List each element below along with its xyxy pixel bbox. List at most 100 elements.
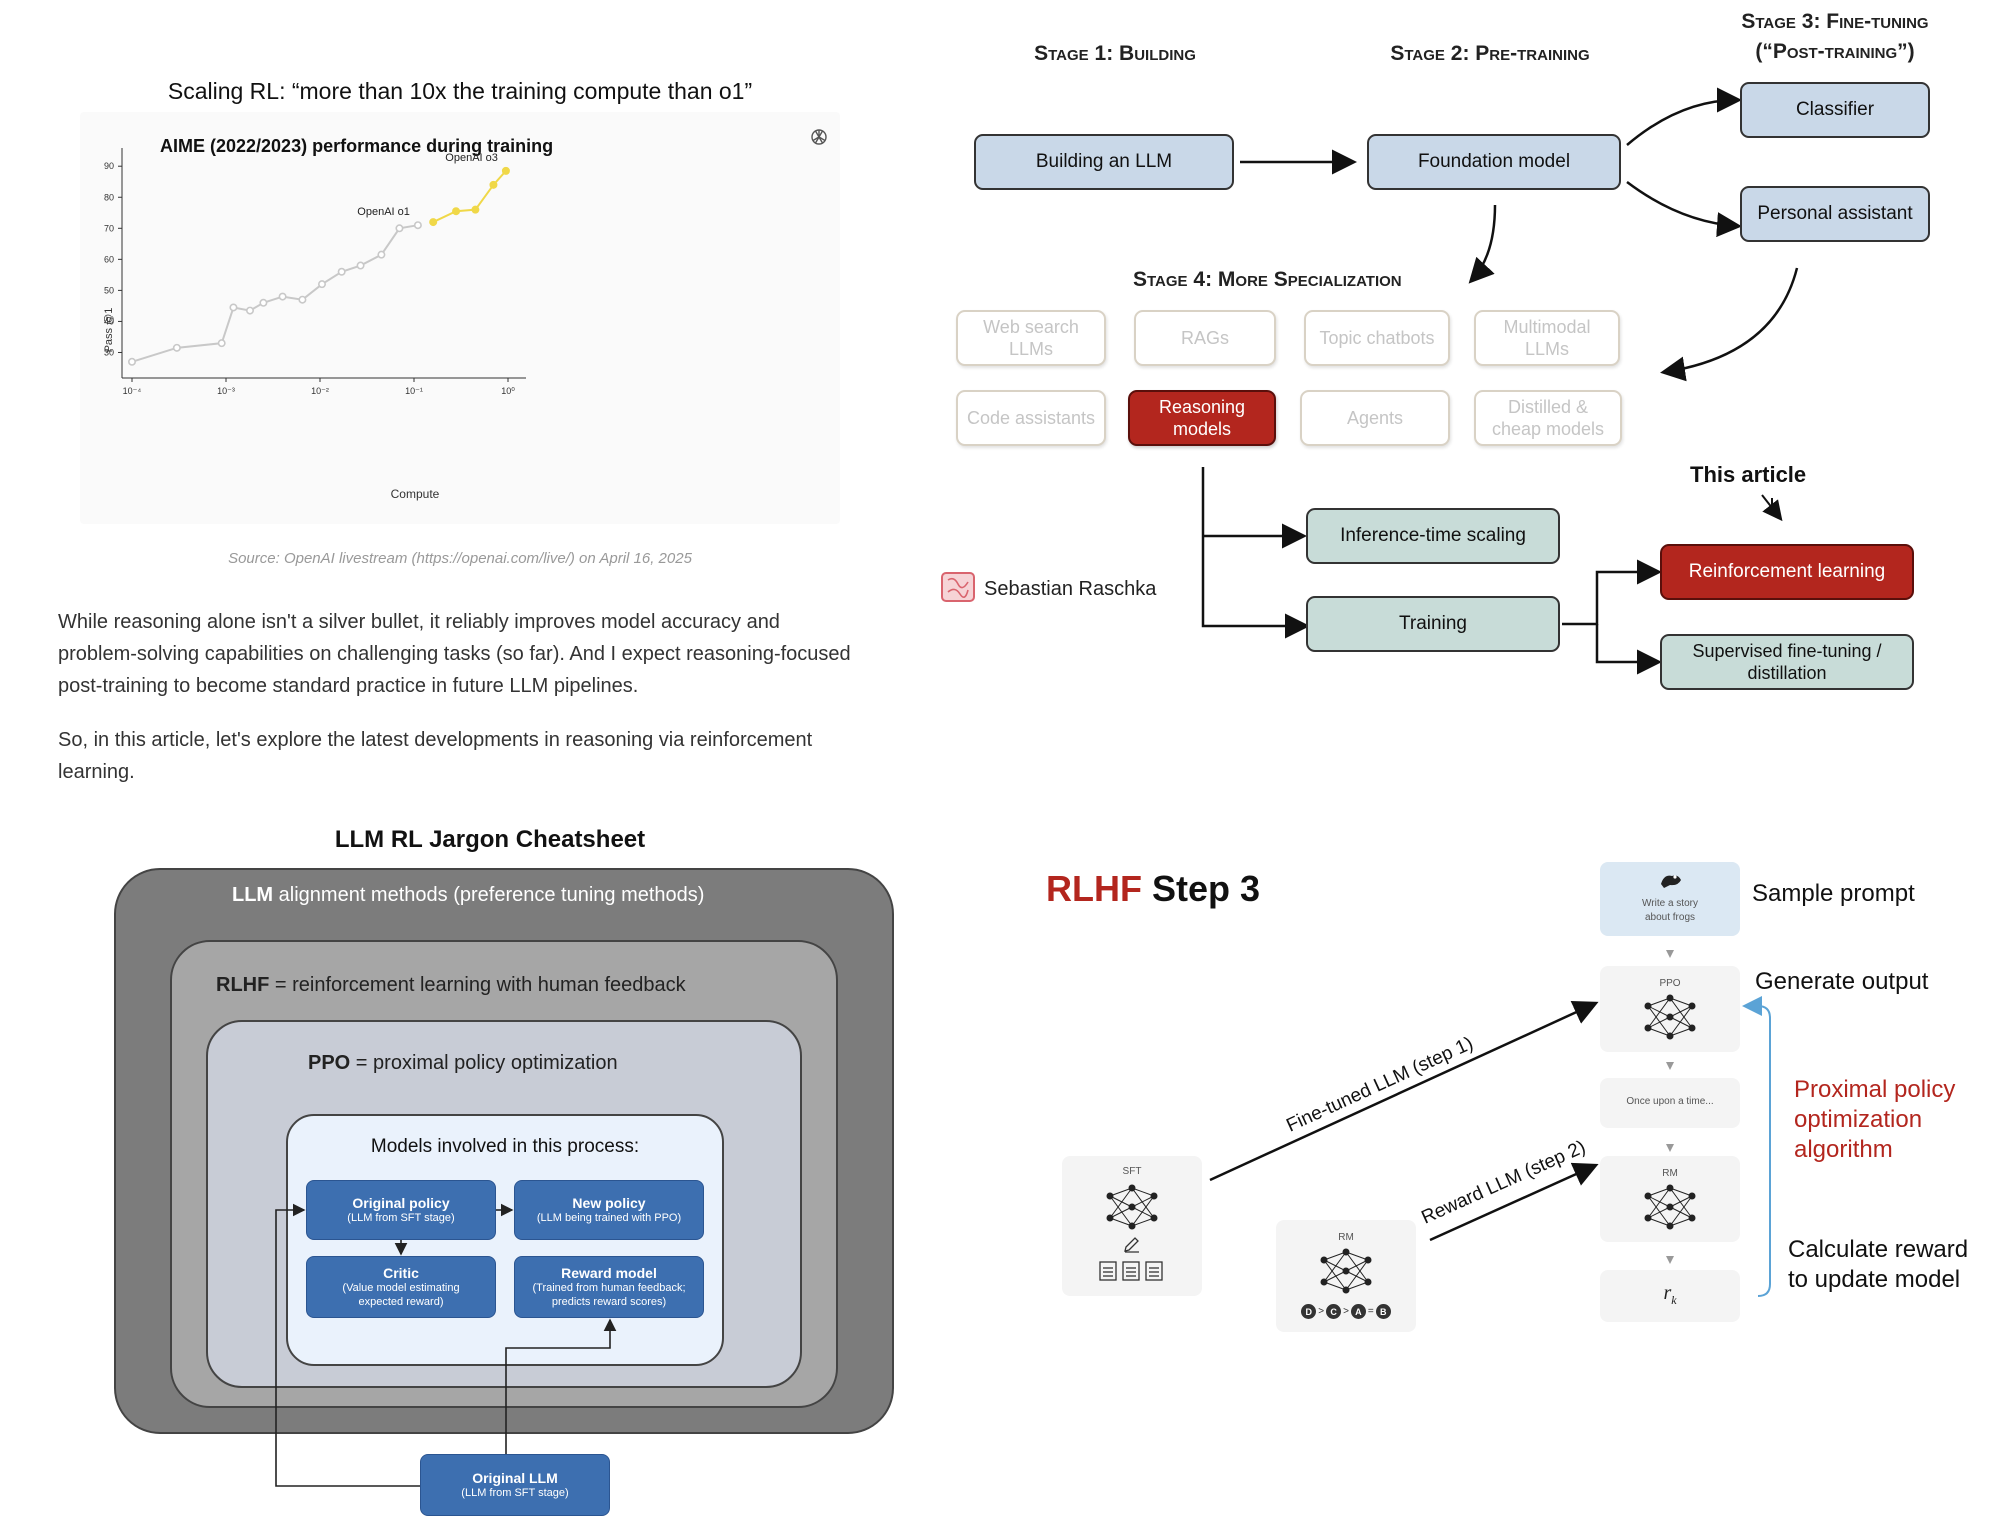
down-arrow-4 <box>1666 1256 1674 1264</box>
ranking-row: D>C>A=B <box>1276 1304 1416 1319</box>
y-tick-label: 80 <box>104 192 114 202</box>
point-o1 <box>395 224 404 233</box>
series-line-o1 <box>131 224 419 363</box>
y-tick-label: 60 <box>104 254 114 264</box>
point-o1 <box>413 221 422 230</box>
ranking-item: A <box>1350 1304 1366 1319</box>
reward-symbol: rk <box>1600 1282 1740 1308</box>
paragraph-2: So, in this article, let's explore the l… <box>58 729 813 783</box>
reward-card: rk <box>1600 1270 1740 1322</box>
new-policy-title: New policy <box>572 1195 646 1211</box>
alignment-label-rest: alignment methods (preference tuning met… <box>273 884 705 906</box>
models-title: Models involved in this process: <box>370 1136 640 1157</box>
paragraph-1: While reasoning alone isn't a silver bul… <box>58 611 851 697</box>
spec-multimodal-line2: LLMs <box>1524 339 1569 359</box>
y-tick-label: 40 <box>104 316 114 326</box>
rlhf-label: RLHF = reinforcement learning with human… <box>216 974 686 997</box>
openai-logo-icon <box>811 129 827 145</box>
ppo-label-bold: PPO <box>308 1052 351 1074</box>
down-arrow-2 <box>1666 1062 1674 1070</box>
point-o1 <box>337 267 346 276</box>
ppo-card: PPO <box>1600 966 1740 1052</box>
original-policy-title: Original policy <box>352 1195 450 1211</box>
spec-multimodal-llms: Multimodal LLMs <box>1474 310 1620 366</box>
point-o1 <box>127 357 136 366</box>
series-label-o3: OpenAI o3 <box>445 152 498 164</box>
point-o1 <box>278 292 287 301</box>
sample-prompt-label: Sample prompt <box>1752 880 1915 907</box>
y-tick-label: 30 <box>104 347 114 357</box>
point-o1 <box>229 303 238 312</box>
prompt-text-line1: Write a story <box>1642 898 1698 909</box>
down-arrow-1 <box>1666 950 1674 958</box>
reward-symbol-r: r <box>1663 1282 1672 1304</box>
output-text: Once upon a time... <box>1626 1096 1714 1107</box>
box-new-policy: New policy (LLM being trained with PPO) <box>514 1180 704 1240</box>
prompt-text-line2: about frogs <box>1644 912 1696 923</box>
y-axis-label: Pass @1 <box>103 308 115 353</box>
rm-step2-network-icon <box>1320 1248 1372 1294</box>
spec-reasoning-models: Reasoning models <box>1128 390 1276 446</box>
chart-panel: AIME (2022/2023) performance during trai… <box>80 112 840 524</box>
x-tick-label: 10⁰ <box>501 386 515 396</box>
ranking-item: B <box>1375 1304 1391 1319</box>
ppo-label: PPO = proximal policy optimization <box>308 1052 618 1075</box>
alignment-label: LLM alignment methods (preference tuning… <box>232 884 704 907</box>
box-classifier: Classifier <box>1740 82 1930 138</box>
ranking-operator: > <box>1318 1306 1325 1317</box>
original-llm-sub: (LLM from SFT stage) <box>461 1487 569 1499</box>
rlhf-title-black: Step 3 <box>1141 868 1261 909</box>
ranking-item: D <box>1301 1304 1317 1319</box>
rlhf-label-bold: RLHF <box>216 974 270 996</box>
ppo-label-rest: = proximal policy optimization <box>350 1052 618 1074</box>
critic-title: Critic <box>383 1265 419 1281</box>
reward-model-sub2: predicts reward scores) <box>551 1296 667 1308</box>
x-tick-label: 10⁻² <box>311 386 329 396</box>
cheatsheet-title: LLM RL Jargon Cheatsheet <box>334 826 646 853</box>
box-original-policy: Original policy (LLM from SFT stage) <box>306 1180 496 1240</box>
x-axis-label: Compute <box>391 487 440 501</box>
series-label-o1: OpenAI o1 <box>357 206 410 218</box>
rlhf-label-rest: = reinforcement learning with human feed… <box>269 974 686 996</box>
box-building-llm: Building an LLM <box>974 134 1234 190</box>
point-o3 <box>471 205 480 214</box>
y-tick-label: 50 <box>104 285 114 295</box>
reward-model-sub1: (Trained from human feedback; <box>532 1282 686 1294</box>
pencil-icon <box>1124 1237 1139 1253</box>
flow-connectors <box>1201 87 1799 675</box>
box-original-llm: Original LLM (LLM from SFT stage) <box>420 1454 610 1516</box>
down-arrow-3 <box>1666 1144 1674 1152</box>
reward-symbol-sub: k <box>1671 1293 1677 1307</box>
sft-card: SFT <box>1062 1156 1202 1296</box>
point-o3 <box>429 218 438 227</box>
point-o1 <box>356 261 365 270</box>
spec-reasoning-line2: models <box>1172 419 1232 439</box>
reward-llm-label: Reward LLM (step 2) <box>1418 1137 1588 1229</box>
author-name: Sebastian Raschka <box>984 578 1157 600</box>
stage3-title: Stage 3: Fine-tuning <box>1741 10 1929 33</box>
spec-rags: RAGs <box>1134 310 1276 366</box>
prompt-card: Write a story about frogs <box>1600 862 1740 936</box>
spec-distilled-line2: cheap models <box>1491 419 1605 439</box>
sft-line1: Supervised fine-tuning / <box>1692 641 1882 661</box>
chart-source: Source: OpenAI livestream (https://opena… <box>228 550 692 567</box>
rlhf-connectors: Fine-tuned LLM (step 1) Reward LLM (step… <box>1209 950 1771 1297</box>
ppo-card-tag: PPO <box>1659 978 1681 989</box>
this-article-label: This article <box>1690 462 1807 487</box>
critic-sub2: expected reward) <box>358 1296 444 1308</box>
spec-agents: Agents <box>1300 390 1450 446</box>
spec-distilled-line1: Distilled & <box>1507 397 1589 417</box>
box-personal-assistant: Personal assistant <box>1740 186 1930 242</box>
ranking-operator: = <box>1367 1306 1374 1317</box>
frog-icon <box>1661 875 1681 888</box>
ranking-item: C <box>1326 1304 1342 1319</box>
stage2-title: Stage 2: Pre-training <box>1390 42 1590 65</box>
point-o1 <box>245 306 254 315</box>
rlhf-step3-title: RLHF Step 3 <box>1046 868 1260 910</box>
sft-network-icon <box>1106 1184 1158 1230</box>
spec-web-search-line1: Web search <box>983 317 1079 337</box>
reward-model-title: Reward model <box>561 1265 657 1281</box>
box-inference-time-scaling: Inference-time scaling <box>1306 508 1560 564</box>
point-o1 <box>317 280 326 289</box>
point-o1 <box>259 298 268 307</box>
